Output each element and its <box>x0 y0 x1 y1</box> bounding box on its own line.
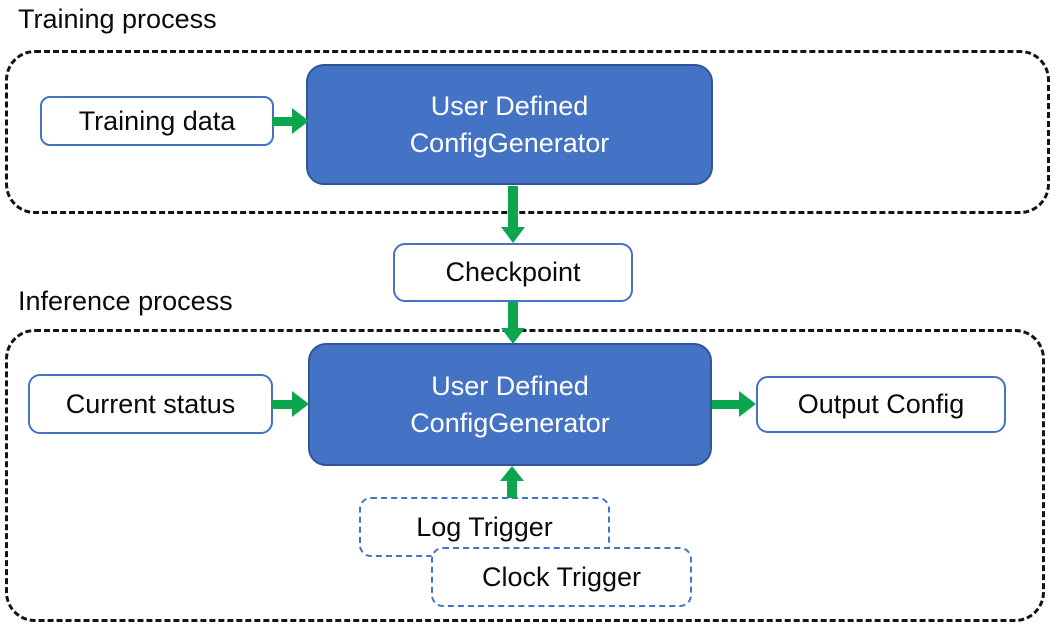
arrow-shaft <box>508 302 518 328</box>
inference-section-label: Inference process <box>18 286 233 316</box>
arrow-down-head-icon <box>501 328 525 344</box>
training-data-box: Training data <box>40 96 274 146</box>
arrow-generator-to-output-config <box>712 391 756 417</box>
generator-label-line1: User Defined <box>431 370 589 401</box>
arrow-current-status-to-generator <box>272 391 309 417</box>
arrow-shaft <box>272 116 292 126</box>
arrow-triggers-to-generator <box>500 466 524 498</box>
training-section-label: Training process <box>18 4 217 34</box>
arrow-shaft <box>712 399 739 409</box>
training-config-generator-box: User Defined ConfigGenerator <box>306 64 713 185</box>
arrow-down-head-icon <box>501 227 525 243</box>
inference-process-container <box>5 329 1045 622</box>
arrow-right-head-icon <box>739 391 756 417</box>
arrow-shaft <box>507 481 517 498</box>
clock-trigger-box: Clock Trigger <box>431 547 692 607</box>
generator-label-line2: ConfigGenerator <box>410 407 610 438</box>
current-status-box: Current status <box>28 374 273 434</box>
inference-config-generator-box: User Defined ConfigGenerator <box>308 343 712 466</box>
arrow-shaft <box>508 186 518 227</box>
arrow-shaft <box>272 399 292 409</box>
training-process-container <box>5 50 1050 214</box>
checkpoint-box: Checkpoint <box>393 243 633 302</box>
generator-label-line2: ConfigGenerator <box>409 127 610 158</box>
arrow-up-head-icon <box>500 466 524 481</box>
output-config-box: Output Config <box>756 376 1006 433</box>
arrow-training-data-to-generator <box>272 108 309 134</box>
arrow-right-head-icon <box>292 108 309 134</box>
generator-label-line1: User Defined <box>430 90 589 121</box>
arrow-checkpoint-to-inference-generator <box>501 302 525 344</box>
arrow-right-head-icon <box>292 391 309 417</box>
arrow-generator-to-checkpoint <box>501 186 525 243</box>
